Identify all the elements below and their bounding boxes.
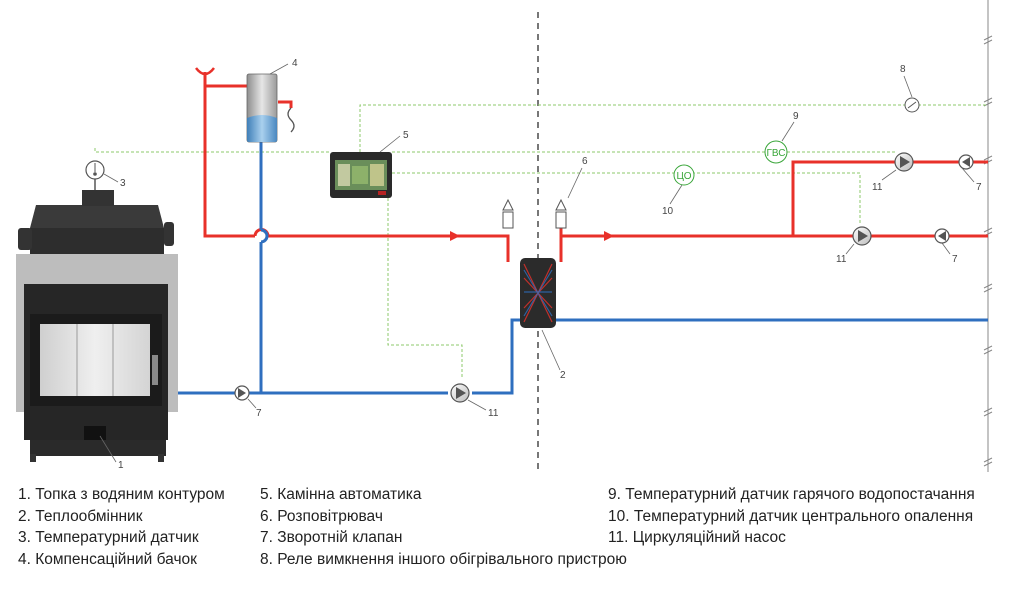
leader-line <box>781 121 795 142</box>
fireplace-controller <box>330 152 392 198</box>
callout-fireplace: 1 <box>118 460 124 471</box>
check-valve-mid-icon <box>934 228 950 244</box>
callout-check-valve-mid: 7 <box>952 254 958 265</box>
flow-arrows <box>450 231 614 241</box>
callout-vent: 6 <box>582 156 588 167</box>
leader-line <box>379 135 401 153</box>
leader-line <box>99 435 117 463</box>
check-valve-left-icon <box>234 385 250 401</box>
leader-line <box>567 167 583 199</box>
leader-line <box>961 167 975 183</box>
leader-line <box>881 169 897 181</box>
legend-column-1: 1. Топка з водяним контуром 2. Теплообмі… <box>18 484 225 570</box>
sensor-ch-label: ЦО <box>677 171 692 182</box>
leader-line <box>903 75 913 98</box>
leader-line <box>541 329 561 371</box>
callout-check-valve-top: 7 <box>976 182 982 193</box>
legend-item: 8. Реле вимкнення іншого обігрівального … <box>260 550 627 568</box>
callout-pump-mid: 11 <box>836 254 847 265</box>
check-valve-top-icon <box>958 154 974 170</box>
legend-item: 2. Теплообмінник <box>18 507 143 525</box>
callout-heat-exchanger: 2 <box>560 370 566 381</box>
heat-exchanger <box>520 258 556 328</box>
legend-column-3: 9. Температурний датчик гарячого водопос… <box>608 484 975 549</box>
legend-item: 5. Камінна автоматика <box>260 486 422 503</box>
sensor-dhw-icon <box>764 140 788 164</box>
return-pipes <box>176 142 988 395</box>
leader-line <box>467 399 487 411</box>
legend-item: 11. Циркуляційний насос <box>608 529 786 546</box>
callout-controller: 5 <box>403 130 409 141</box>
air-vent-left-icon <box>502 198 514 229</box>
leader-line <box>247 398 257 409</box>
air-vent-right-icon <box>555 198 567 229</box>
fireplace <box>16 190 178 462</box>
funnel-icon <box>195 67 215 76</box>
callout-check-valve-left: 7 <box>256 408 262 419</box>
legend-item: 4. Компенсаційний бачок <box>18 550 197 568</box>
thermometer-icon <box>85 160 105 190</box>
legend-item: 3. Температурний датчик <box>18 529 199 546</box>
legend-item: 9. Температурний датчик гарячого водопос… <box>608 486 975 503</box>
leader-line <box>269 63 289 75</box>
signal-wiring <box>94 104 988 378</box>
legend-item: 7. Зворотній клапан <box>260 529 403 546</box>
pipe-bridge <box>260 228 269 244</box>
callout-relay: 8 <box>900 64 906 75</box>
pump-left-icon <box>450 383 470 403</box>
compensation-tank <box>246 73 278 143</box>
legend-item: 6. Розповітрювач <box>260 507 383 525</box>
callout-pump-left: 11 <box>488 408 499 419</box>
leader-line <box>669 184 683 205</box>
pump-top-icon <box>894 152 914 172</box>
sensor-dhw-label: ГВС <box>767 148 786 159</box>
leader-line <box>103 173 119 183</box>
callout-thermometer: 3 <box>120 178 126 189</box>
legend-item: 10. Температурний датчик центрального оп… <box>608 507 974 525</box>
legend-column-2: 5. Камінна автоматика 6. Розповітрювач 7… <box>260 484 627 570</box>
heating-schematic: 1 3 4 5 6 2 <box>16 0 993 472</box>
leader-line <box>845 243 855 255</box>
supply-pipes <box>203 72 988 262</box>
callout-tank: 4 <box>292 58 298 69</box>
relay-icon <box>904 97 920 113</box>
leader-line <box>941 242 951 255</box>
legend-item: 1. Топка з водяним контуром <box>18 486 225 503</box>
callout-sensor-dhw: 9 <box>793 111 799 122</box>
callout-pump-top: 11 <box>872 182 883 193</box>
sensor-ch-icon <box>673 164 695 186</box>
overflow-icon <box>287 107 295 133</box>
pump-mid-icon <box>852 226 872 246</box>
callout-sensor-ch: 10 <box>662 206 674 217</box>
